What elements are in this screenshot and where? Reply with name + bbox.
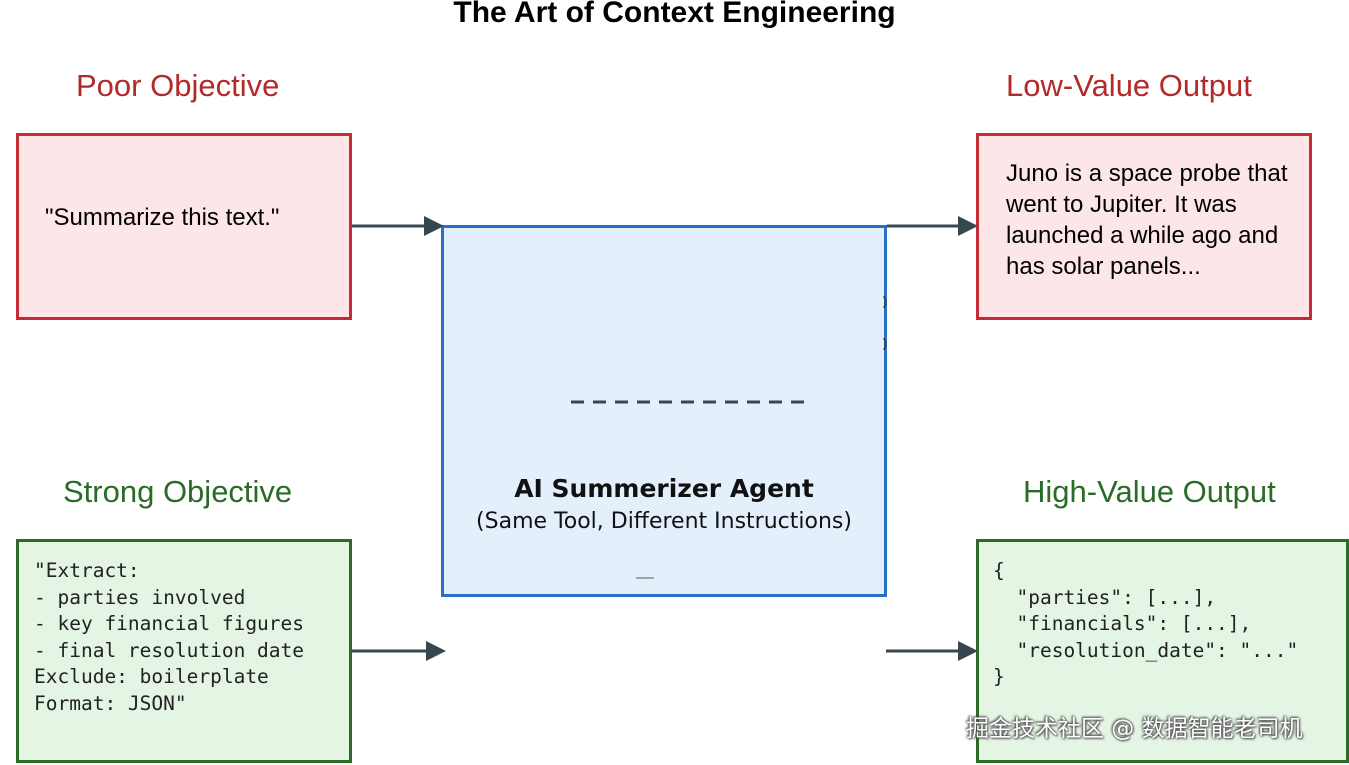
watermark: 掘金技术社区 @ 数据智能老司机	[966, 716, 1303, 742]
arrowhead-agent-to-low	[958, 216, 978, 236]
diagram-title: The Art of Context Engineering	[453, 0, 896, 29]
strong-objective-box	[16, 539, 352, 763]
low-value-output-box	[976, 133, 1312, 320]
low-value-output-heading: Low-Value Output	[1006, 68, 1252, 103]
arrowhead-strong-to-agent	[426, 641, 446, 661]
high-value-output-box	[976, 539, 1349, 763]
poor-objective-prompt: "Summarize this text."	[45, 204, 280, 231]
strong-objective-prompt: "Extract: - parties involved - key finan…	[34, 559, 305, 715]
arrowhead-agent-to-high	[958, 641, 978, 661]
low-value-output-text: Juno is a space probe that went to Jupit…	[1006, 160, 1288, 280]
ai-agent-box	[441, 225, 887, 597]
agent-name: AI Summerizer Agent	[514, 474, 814, 503]
high-value-output-heading: High-Value Output	[1023, 474, 1276, 509]
poor-objective-heading: Poor Objective	[76, 68, 280, 103]
poor-objective-box	[16, 133, 352, 320]
strong-objective-heading: Strong Objective	[63, 474, 293, 509]
high-value-output-json: { "parties": [...], "financials": [...],…	[993, 559, 1299, 689]
agent-subtitle: (Same Tool, Different Instructions)	[476, 509, 852, 534]
